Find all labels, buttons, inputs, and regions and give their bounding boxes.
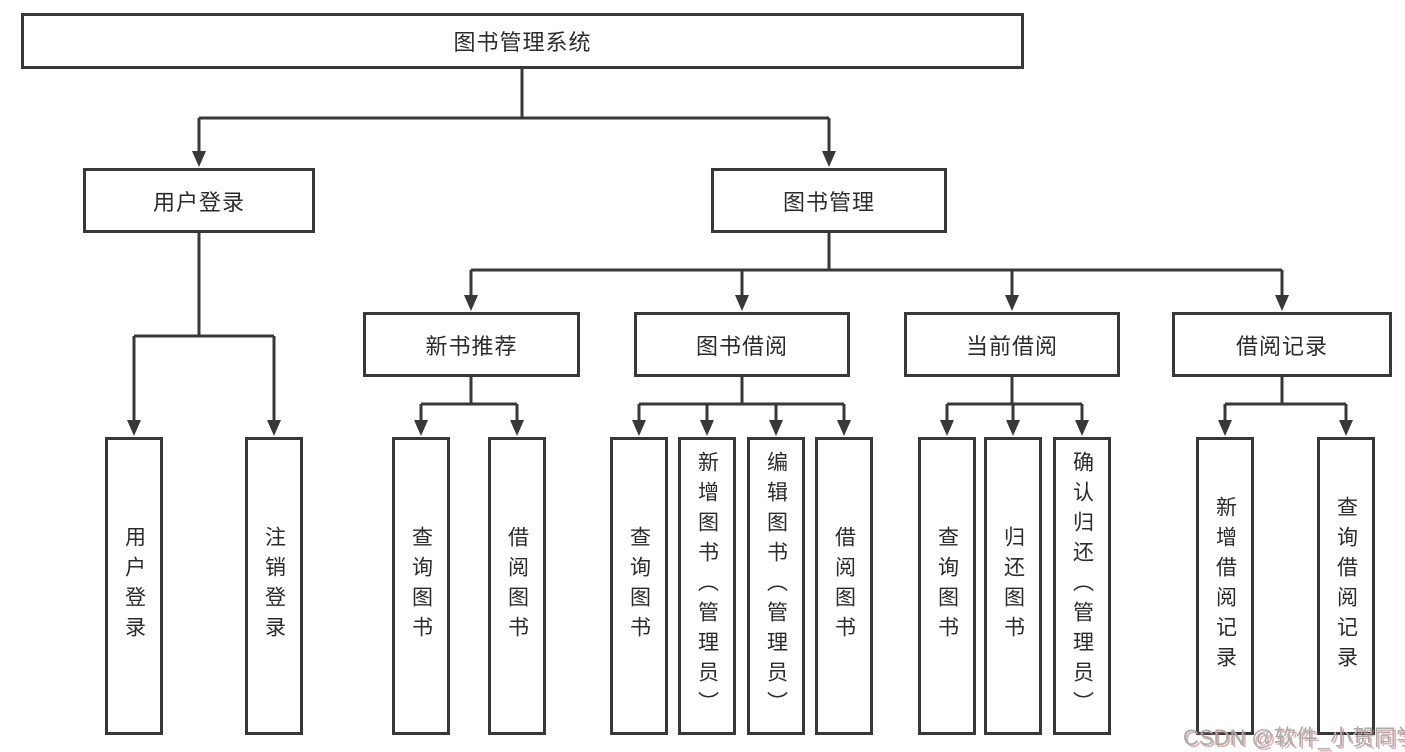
connector-book-mgmt-to-level3 (464, 233, 1289, 311)
node-current-borrow: 当前借阅 (904, 312, 1120, 377)
leaf-confirm-return-admin: 确认归还（管理员） (1053, 437, 1111, 735)
leaf-logout: 注销登录 (245, 437, 303, 735)
leaf-query-book-current: 查询图书 (918, 437, 976, 735)
node-root-label: 图书管理系统 (453, 30, 592, 55)
leaf-query-book-borrow-label: 查询图书 (627, 526, 651, 646)
leaf-add-book-admin: 新增图书（管理员） (678, 437, 736, 735)
leaf-user-login: 用户登录 (105, 437, 163, 735)
leaf-borrow-book-recommend-label: 借阅图书 (505, 526, 529, 646)
csdn-watermark: CSDN @软件_小贺同学 (1183, 725, 1405, 750)
leaf-confirm-return-admin-label: 确认归还（管理员） (1070, 451, 1094, 721)
leaf-add-borrow-record: 新增借阅记录 (1196, 437, 1254, 735)
connector-book-borrow-to-leaves (632, 377, 851, 436)
node-root: 图书管理系统 (21, 13, 1024, 69)
connector-user-login-to-leaves (127, 233, 281, 436)
leaf-borrow-book-label: 借阅图书 (832, 526, 856, 646)
node-book-mgmt-label: 图书管理 (782, 189, 875, 215)
leaf-edit-book-admin-label: 编辑图书（管理员） (764, 451, 788, 721)
node-borrow-record: 借阅记录 (1172, 312, 1392, 377)
node-book-borrow-label: 图书借阅 (695, 333, 788, 359)
leaf-query-book-recommend-label: 查询图书 (409, 526, 433, 646)
node-user-login-label: 用户登录 (152, 189, 245, 215)
leaf-query-book-borrow: 查询图书 (610, 437, 668, 735)
node-user-login: 用户登录 (83, 168, 315, 233)
leaf-query-borrow-record: 查询借阅记录 (1317, 437, 1375, 735)
node-book-borrow: 图书借阅 (634, 312, 850, 377)
connector-root-to-level2 (192, 69, 836, 167)
node-new-book-recommend: 新书推荐 (363, 312, 580, 377)
leaf-add-borrow-record-label: 新增借阅记录 (1213, 496, 1237, 676)
leaf-return-book: 归还图书 (984, 437, 1042, 735)
node-book-mgmt: 图书管理 (711, 168, 947, 233)
leaf-borrow-book-recommend: 借阅图书 (488, 437, 546, 735)
leaf-query-book-recommend: 查询图书 (392, 437, 450, 735)
leaf-add-book-admin-label: 新增图书（管理员） (695, 451, 719, 721)
leaf-query-book-current-label: 查询图书 (935, 526, 959, 646)
connector-new-book-to-leaves (414, 377, 524, 436)
connector-current-borrow-to-leaves (940, 377, 1089, 436)
leaf-logout-label: 注销登录 (262, 526, 286, 646)
leaf-user-login-label: 用户登录 (122, 526, 146, 646)
leaf-edit-book-admin: 编辑图书（管理员） (747, 437, 805, 735)
leaf-return-book-label: 归还图书 (1001, 526, 1025, 646)
node-new-book-recommend-label: 新书推荐 (425, 333, 518, 359)
leaf-borrow-book: 借阅图书 (815, 437, 873, 735)
node-borrow-record-label: 借阅记录 (1235, 333, 1328, 359)
connector-borrow-record-to-leaves (1218, 377, 1353, 436)
node-current-borrow-label: 当前借阅 (965, 333, 1058, 359)
leaf-query-borrow-record-label: 查询借阅记录 (1334, 496, 1358, 676)
